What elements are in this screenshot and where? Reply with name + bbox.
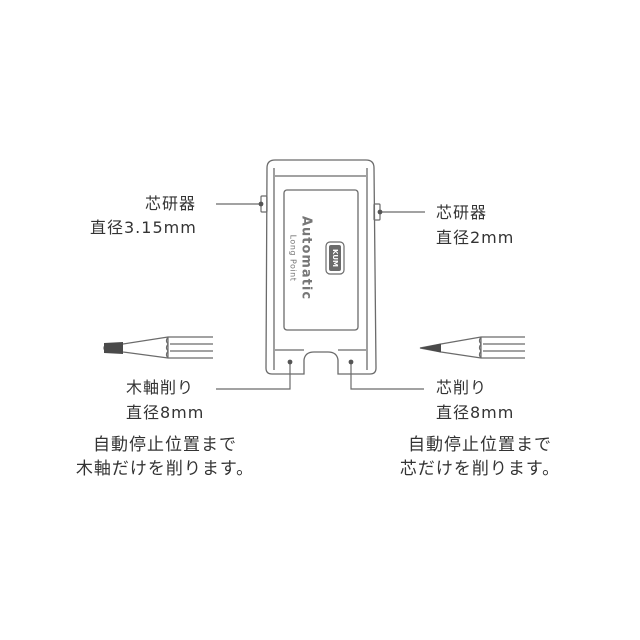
kum-logo (325, 241, 345, 275)
brand-text: KUM (331, 249, 339, 267)
label-lead-sharpener-right-name: 芯研器 (436, 203, 488, 222)
label-wood-sharpener-name: 木軸削り (126, 378, 195, 397)
label-lead-core-sharpener-name: 芯削り (436, 378, 488, 397)
description-left: 自動停止位置まで 木軸だけを削ります。 (40, 433, 290, 481)
description-right: 自動停止位置まで 芯だけを削ります。 (360, 433, 600, 481)
leader-dot-left-top (258, 201, 264, 207)
product-name-line1: Automatic (299, 216, 314, 300)
label-lead-core-sharpener-spec: 直径8mm (436, 403, 515, 422)
pencil-left-lead (104, 342, 123, 354)
leader-dot-right-bottom (348, 359, 354, 365)
label-lead-sharpener-left-name: 芯研器 (145, 194, 197, 213)
pencil-right-lead (420, 343, 441, 353)
description-left-line2: 木軸だけを削ります。 (75, 459, 255, 479)
description-left-line1: 自動停止位置まで (93, 435, 237, 455)
leader-dot-left-bottom (287, 359, 293, 365)
description-right-line2: 芯だけを削ります。 (399, 459, 561, 479)
leader-dot-right-top (377, 209, 383, 215)
sharpener-body (265, 159, 377, 375)
label-lead-sharpener-left-spec: 直径3.15mm (90, 218, 197, 237)
label-lead-sharpener-right-spec: 直径2mm (436, 228, 515, 247)
product-name-line2: Long Point (289, 235, 298, 282)
description-right-line1: 自動停止位置まで (408, 435, 552, 455)
leader-lines (216, 203, 425, 390)
label-wood-sharpener-spec: 直径8mm (126, 403, 205, 422)
